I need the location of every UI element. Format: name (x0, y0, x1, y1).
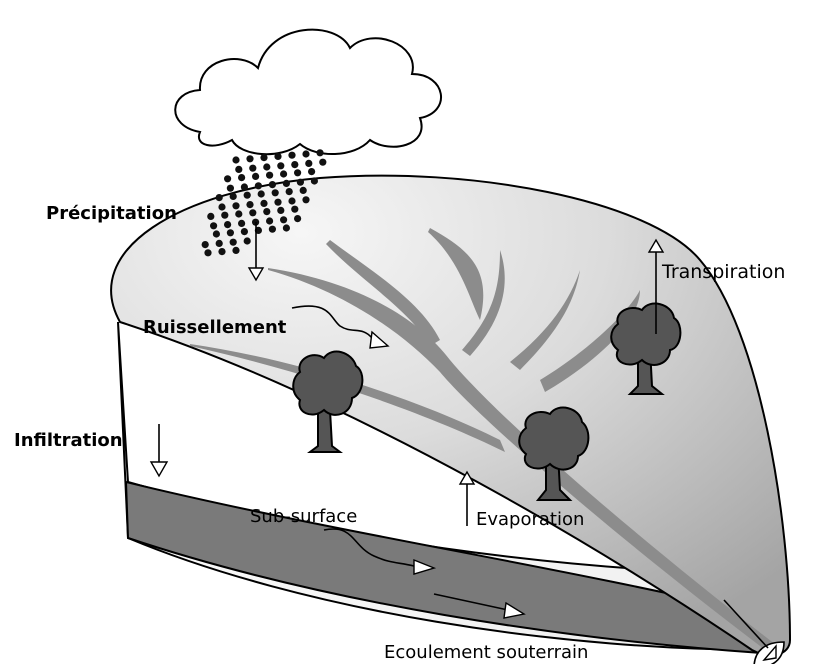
subsurface-arrow-icon (323, 528, 437, 575)
rain-dot (263, 163, 271, 171)
rain-dot (235, 210, 243, 218)
rain-dot (263, 208, 271, 216)
rain-dot (274, 152, 282, 160)
label-precipitation: Précipitation (46, 203, 177, 224)
tree-right (610, 302, 682, 395)
rain-dot (243, 191, 251, 199)
rain-dot (204, 249, 212, 257)
rain-dot (319, 158, 327, 166)
cloud-icon (174, 28, 443, 156)
rain-dot (226, 229, 234, 237)
rain-dots (201, 149, 327, 257)
rain-dot (229, 238, 237, 246)
rain-dot (277, 206, 285, 214)
rain-dot (224, 221, 232, 229)
rain-dot (232, 202, 240, 210)
tree-center (518, 406, 590, 501)
rain-dot (249, 164, 257, 172)
rain-dot (299, 186, 307, 194)
rain-dot (288, 197, 296, 205)
evaporation-arrow-icon (458, 470, 476, 526)
rain-dot (260, 199, 268, 207)
rain-dot (240, 183, 248, 191)
rain-dot (316, 149, 324, 157)
rain-dot (226, 184, 234, 192)
rain-dot (266, 217, 274, 225)
rain-dot (302, 196, 310, 204)
rain-dot (288, 151, 296, 159)
rain-dot (266, 171, 274, 179)
rain-dot (210, 222, 218, 230)
rain-dot (257, 190, 265, 198)
rain-dot (240, 228, 248, 236)
rain-dot (305, 159, 313, 167)
label-transpiration: Transpiration (661, 261, 785, 283)
runoff-arrow-icon (291, 305, 390, 349)
rain-dot (296, 178, 304, 186)
rain-dot (268, 181, 276, 189)
label-sub-surface: Sub-surface (250, 506, 357, 527)
rain-dot (277, 162, 285, 170)
rain-dot (271, 189, 279, 197)
rain-dot (280, 170, 288, 178)
label-evaporation: Evaporation (476, 509, 584, 530)
rain-dot (238, 219, 246, 227)
groundwater-arrow-icon (433, 593, 526, 619)
rain-dot (218, 248, 226, 256)
rain-dot (215, 194, 223, 202)
rain-dot (302, 150, 310, 158)
precipitation-arrow-icon (247, 222, 265, 282)
rain-dot (282, 179, 290, 187)
rain-dot (268, 225, 276, 233)
rain-dot (291, 161, 299, 169)
rain-dot (215, 239, 223, 247)
rain-dot (246, 201, 254, 209)
rain-dot (249, 209, 257, 217)
rain-dot (308, 168, 316, 176)
transpiration-arrow-icon (647, 238, 665, 334)
label-infiltration: Infiltration (14, 430, 123, 451)
rain-dot (294, 215, 302, 223)
rain-dot (229, 192, 237, 200)
river-network (190, 228, 780, 652)
rain-dot (274, 198, 282, 206)
rain-dot (243, 237, 251, 245)
rain-dot (294, 169, 302, 177)
rain-dot (221, 211, 229, 219)
rain-dot (260, 154, 268, 162)
rain-dot (218, 203, 226, 211)
outlet-arrow-icon (723, 599, 785, 669)
label-ruissellement: Ruissellement (143, 317, 287, 338)
rain-dot (207, 212, 215, 220)
rain-dot (254, 182, 262, 190)
rain-dot (201, 241, 209, 249)
rain-dot (232, 156, 240, 164)
rain-dot (246, 155, 254, 163)
rain-dot (285, 188, 293, 196)
rain-dot (252, 172, 260, 180)
rain-dot (235, 165, 243, 173)
rain-dot (310, 177, 318, 185)
rain-dot (282, 224, 290, 232)
infiltration-arrow-icon (149, 424, 169, 478)
rain-dot (232, 246, 240, 254)
rain-dot (224, 175, 232, 183)
rain-dot (280, 216, 288, 224)
rain-dot (291, 205, 299, 213)
rain-dot (212, 230, 220, 238)
rain-dot (238, 174, 246, 182)
label-ecoulement-souterrain: Ecoulement souterrain (384, 642, 588, 663)
tree-left (292, 350, 364, 453)
